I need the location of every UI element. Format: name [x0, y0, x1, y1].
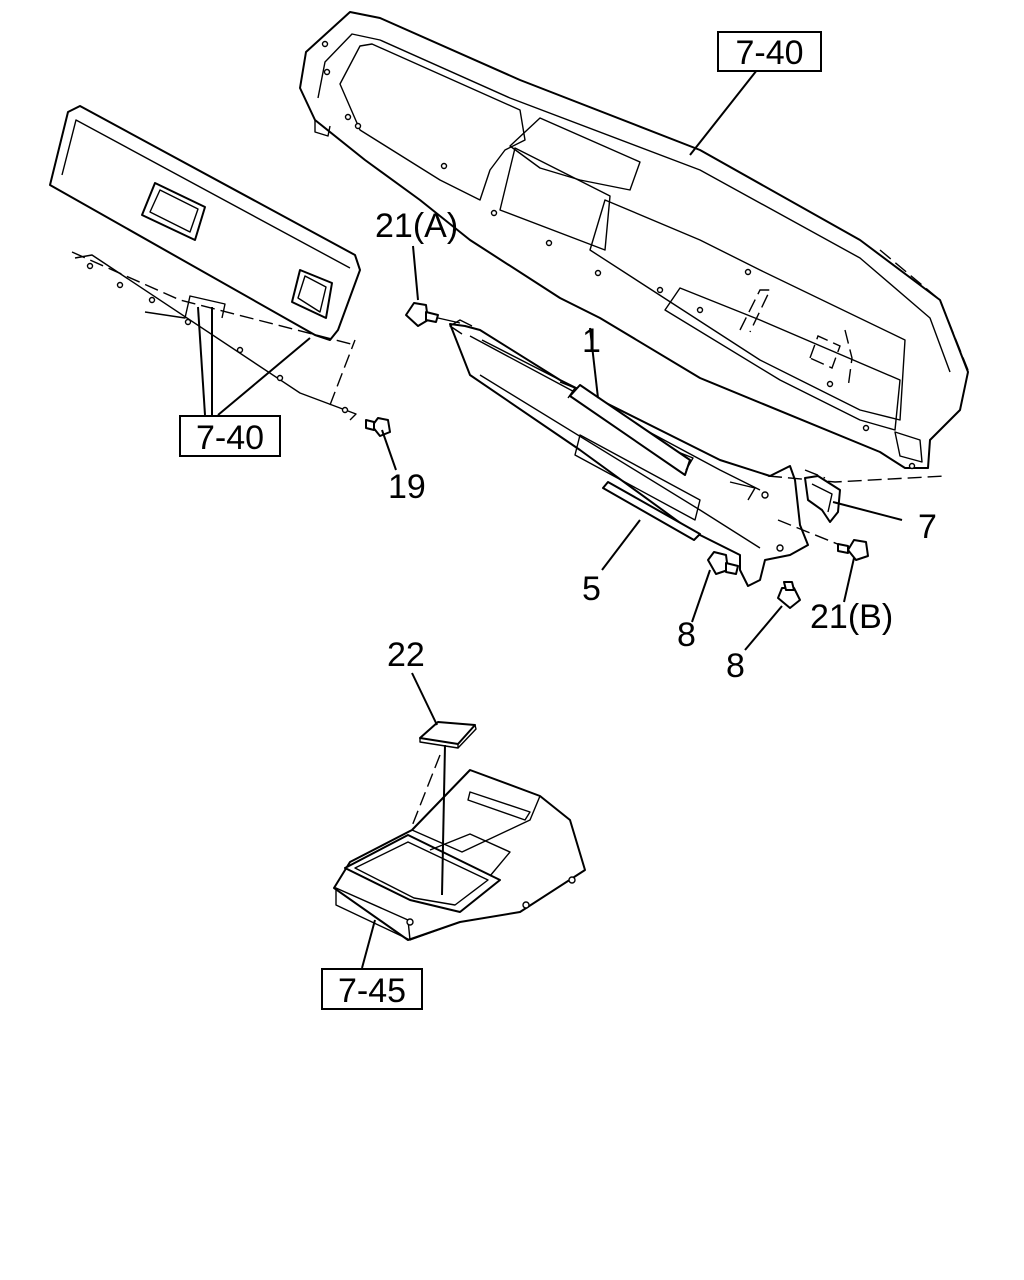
ref-box-top[interactable]: 7-40 [717, 31, 822, 72]
bolt-8-right-icon [777, 581, 801, 609]
dashboard-panel [299, 11, 969, 470]
pad-part [419, 721, 477, 749]
callout-8-right: 8 [726, 647, 745, 685]
ref-bottom-label: 7-45 [338, 972, 406, 1010]
callout-22: 22 [387, 636, 425, 674]
bolt-8-left-icon [707, 551, 739, 575]
callout-8-left: 8 [677, 616, 696, 654]
callout-21b: 21(B) [810, 598, 893, 636]
bolt-21b-icon [837, 539, 869, 561]
ref-box-bottom[interactable]: 7-45 [321, 968, 423, 1010]
ref-box-left[interactable]: 7-40 [179, 415, 281, 457]
center-bracket-assembly [449, 319, 946, 587]
callout-19: 19 [388, 468, 426, 506]
callout-21a: 21(A) [375, 207, 458, 245]
callout-5: 5 [582, 570, 601, 608]
leader-lines [197, 69, 903, 969]
callout-7: 7 [918, 508, 937, 546]
trim-strip [602, 481, 701, 541]
ref-top-label: 7-40 [735, 34, 803, 72]
clip-part [804, 475, 841, 523]
ref-left-label: 7-40 [196, 419, 264, 457]
console-box [333, 744, 586, 941]
callout-1: 1 [582, 322, 601, 360]
lower-cover-panel [49, 105, 361, 421]
bolt-19-icon [365, 417, 391, 437]
bolt-21a-icon [405, 302, 461, 327]
